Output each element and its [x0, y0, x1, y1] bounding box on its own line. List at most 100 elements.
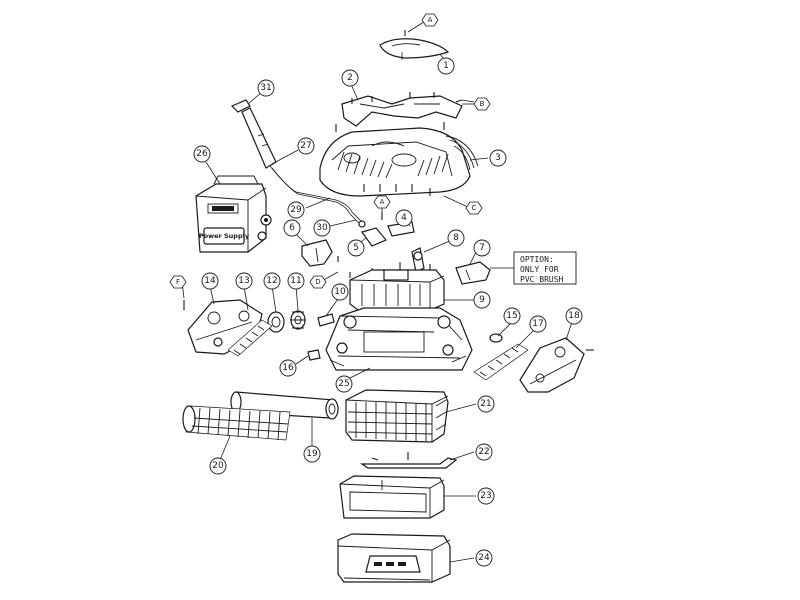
callout-circle	[263, 272, 281, 290]
swivel-tube	[241, 107, 277, 169]
callout-circle	[475, 549, 493, 567]
callout-circle	[565, 307, 583, 325]
track-teeth	[233, 325, 265, 355]
callout-number: 24	[478, 553, 490, 563]
part-motor-housing	[349, 269, 445, 311]
callout-circle	[395, 209, 413, 227]
brush-bristles	[191, 407, 289, 441]
svg-text:B: B	[480, 100, 485, 108]
part-18-side-plate	[519, 337, 585, 393]
callout-number: 8	[453, 233, 459, 243]
callout-circle	[287, 201, 305, 219]
callout-number: 19	[306, 449, 318, 459]
callout-number: 31	[260, 83, 271, 93]
part-body-cover	[319, 127, 479, 197]
callout-2: 2	[341, 69, 359, 87]
callout-number: 9	[479, 295, 485, 305]
callout-circle	[447, 229, 465, 247]
callout-11: 11	[287, 272, 305, 290]
callout-29: 29	[287, 201, 305, 219]
callout-number: 17	[532, 319, 543, 329]
part-5-clip	[361, 227, 387, 247]
svg-text:D: D	[315, 278, 320, 286]
part-top-cover	[379, 30, 450, 59]
callout-number: 7	[479, 243, 485, 253]
part-7-option-bracket	[455, 261, 491, 285]
callout-number: 5	[353, 243, 359, 253]
callout-number: 1	[443, 61, 449, 71]
callout-21: 21	[477, 395, 495, 413]
part-16-pin	[307, 349, 321, 361]
callout-19: 19	[303, 445, 321, 463]
power-supply-label: Power Supply	[199, 232, 250, 240]
callout-14: 14	[201, 272, 219, 290]
part-handle	[335, 92, 463, 132]
hardware-tag-d: D	[309, 275, 327, 289]
part-15-16	[307, 333, 503, 361]
callout-circle	[279, 359, 297, 377]
callout-circle	[283, 219, 301, 237]
callout-circle	[193, 145, 211, 163]
callout-18: 18	[565, 307, 583, 325]
callout-number: 18	[568, 311, 580, 321]
option-note-line3: PVC BRUSH	[520, 275, 564, 284]
option-note: OPTION: ONLY FOR PVC BRUSH	[490, 251, 577, 285]
callout-1: 1	[437, 57, 455, 75]
callout-circle	[235, 272, 253, 290]
callout-number: 23	[480, 491, 491, 501]
callout-circle	[473, 239, 491, 257]
callout-24: 24	[475, 549, 493, 567]
power-supply-nameplate	[203, 227, 245, 245]
callout-number: 29	[290, 205, 302, 215]
callout-17: 17	[529, 315, 547, 333]
callout-number: 16	[282, 363, 294, 373]
callout-number: 4	[401, 213, 407, 223]
callout-circle	[475, 443, 493, 461]
callout-circle	[257, 79, 275, 97]
callout-circle	[303, 445, 321, 463]
part-chassis	[325, 307, 473, 371]
callout-number: 3	[495, 153, 501, 163]
callout-22: 22	[475, 443, 493, 461]
callout-7: 7	[473, 239, 491, 257]
housing-fins	[361, 284, 421, 306]
callout-3: 3	[489, 149, 507, 167]
part-filter-basket	[345, 389, 449, 443]
callout-30: 30	[313, 219, 331, 237]
callout-circle	[209, 457, 227, 475]
option-note-line1: OPTION:	[520, 255, 554, 264]
part-filter-frame	[339, 475, 445, 519]
callout-number: 12	[266, 276, 277, 286]
right-track-teeth	[479, 347, 519, 377]
part-14-side-plate	[187, 299, 263, 355]
part-brushes	[182, 391, 339, 441]
hardware-tag-b: B	[473, 97, 491, 111]
callout-circle	[287, 272, 305, 290]
hardware-tag-a-mid: A	[373, 195, 391, 209]
callout-number: 30	[316, 223, 328, 233]
cover-ribs	[337, 151, 449, 179]
callout-circle	[473, 291, 491, 309]
callout-circle	[297, 137, 315, 155]
callout-5: 5	[347, 239, 365, 257]
callout-circle	[331, 283, 349, 301]
callout-number: 11	[290, 276, 301, 286]
callout-circle	[341, 69, 359, 87]
callout-circle	[313, 219, 331, 237]
part-gears	[267, 310, 335, 333]
callout-circle	[201, 272, 219, 290]
hardware-tag-f: F	[169, 275, 187, 289]
callout-circle	[489, 149, 507, 167]
callout-27: 27	[297, 137, 315, 155]
callout-number: 10	[334, 287, 346, 297]
hardware-tags: A B C A D F	[169, 13, 491, 289]
callout-number: 20	[212, 461, 224, 471]
part-callouts: 1234567891011121314151617181920212223242…	[193, 57, 583, 567]
callout-4: 4	[395, 209, 413, 227]
callout-circle	[503, 307, 521, 325]
callout-13: 13	[235, 272, 253, 290]
part-13-track	[227, 319, 273, 357]
callout-number: 21	[480, 399, 491, 409]
svg-text:C: C	[472, 204, 477, 212]
